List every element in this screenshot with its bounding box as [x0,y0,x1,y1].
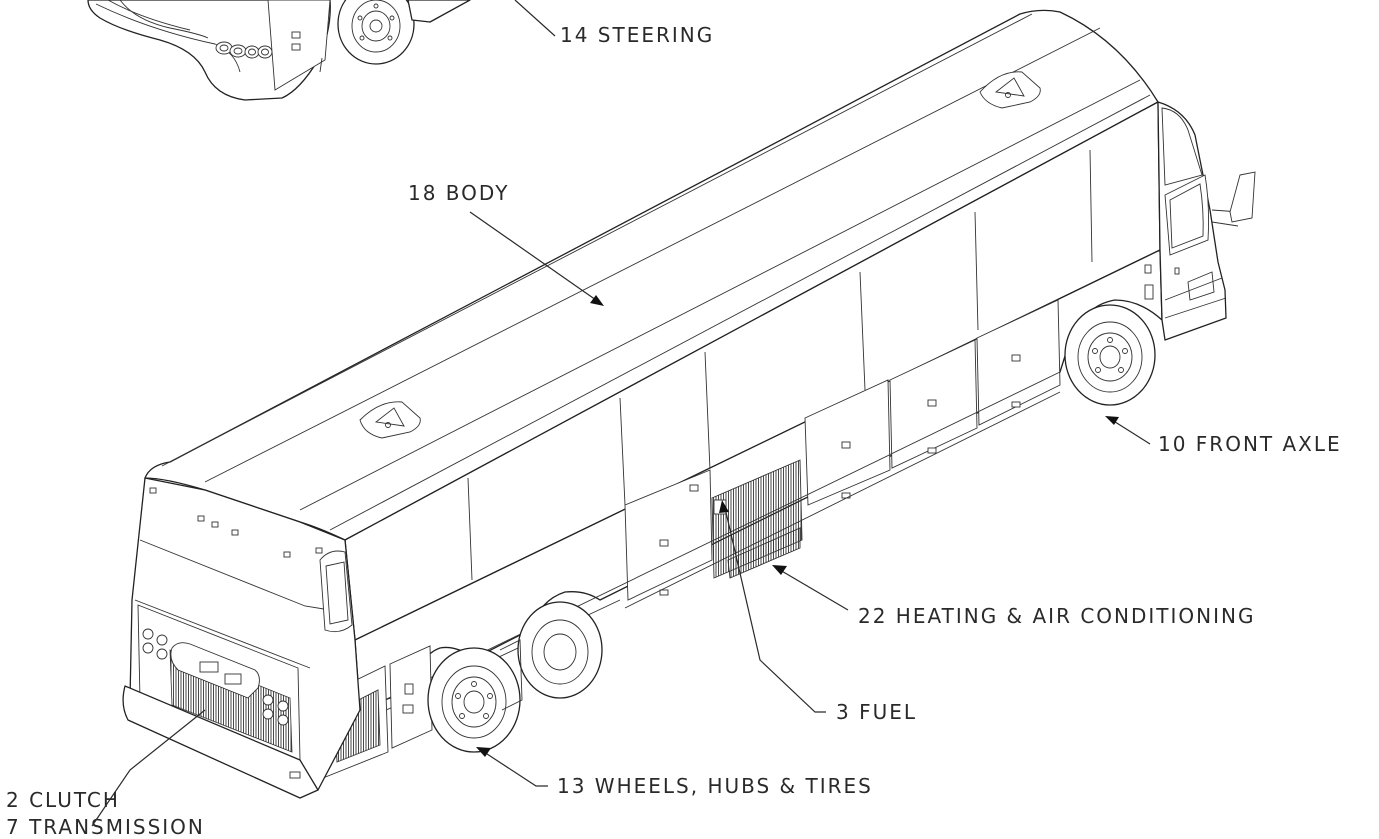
rear-bumper [122,685,319,799]
label-heating: 22 HEATING & AIR CONDITIONING [858,604,1255,628]
roof-hatch-rear [359,401,421,439]
bus-illustration [122,9,1256,799]
callout-leaders [91,0,1151,827]
roof-hatch-front [979,71,1041,109]
inset-bus-front [87,0,471,101]
label-fuel: 3 FUEL [836,700,917,724]
label-body: 18 BODY [408,181,509,205]
rear-wheel-1 [427,647,521,753]
label-steering: 14 STEERING [560,23,714,47]
label-wheels: 13 WHEELS, HUBS & TIRES [557,774,873,798]
callout-labels: 14 STEERING 18 BODY 10 FRONT AXLE 22 HEA… [6,23,1342,839]
baggage-doors [624,299,1061,601]
label-front-axle: 10 FRONT AXLE [1158,432,1342,456]
side-mirror [1211,171,1256,227]
rear-engine-door [137,604,301,761]
front-wheel [1064,304,1156,406]
inset-wheel [337,0,415,65]
label-clutch: 2 CLUTCH [6,788,120,812]
rear-wheel-2 [517,601,603,699]
label-transmission: 7 TRANSMISSION [6,815,205,839]
